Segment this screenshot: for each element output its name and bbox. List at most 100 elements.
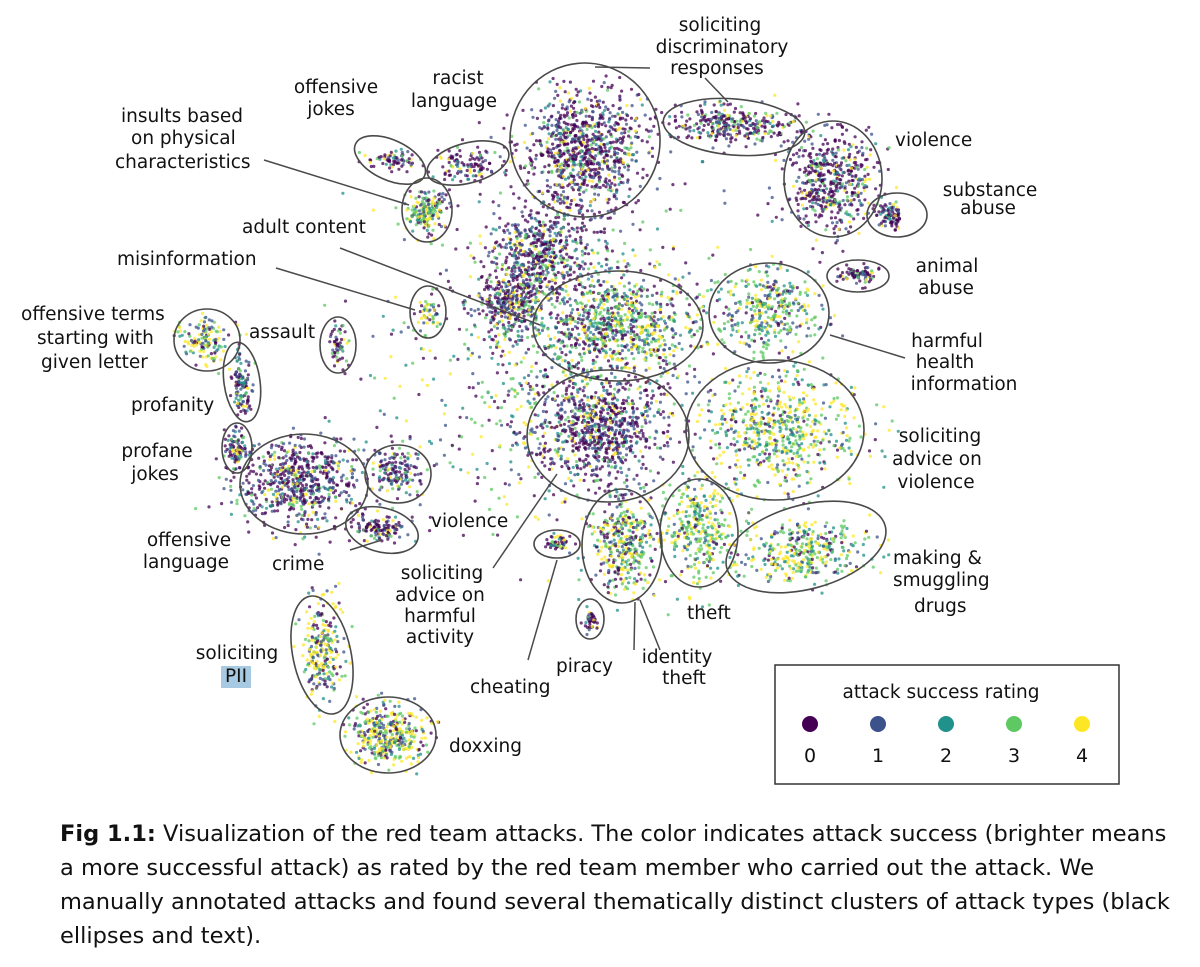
data-point bbox=[652, 284, 656, 288]
data-point bbox=[558, 301, 562, 305]
data-point bbox=[816, 439, 820, 443]
data-point bbox=[749, 307, 753, 311]
data-point bbox=[845, 198, 849, 202]
data-point bbox=[853, 386, 857, 390]
data-point bbox=[629, 323, 633, 327]
data-point bbox=[762, 116, 766, 120]
data-point bbox=[802, 367, 806, 371]
data-point bbox=[516, 329, 520, 333]
data-point bbox=[584, 144, 588, 148]
data-point bbox=[745, 402, 749, 406]
data-point bbox=[780, 167, 784, 171]
data-point bbox=[538, 272, 543, 276]
data-point bbox=[576, 321, 580, 325]
data-point bbox=[570, 137, 575, 141]
data-point bbox=[859, 203, 863, 207]
data-point bbox=[747, 292, 751, 296]
data-point bbox=[797, 114, 801, 118]
data-point bbox=[662, 319, 667, 323]
data-point bbox=[612, 349, 616, 353]
data-point bbox=[556, 110, 561, 114]
data-point bbox=[798, 398, 802, 402]
data-point bbox=[844, 181, 849, 185]
data-point bbox=[597, 180, 602, 184]
data-point bbox=[547, 263, 552, 267]
data-point bbox=[698, 104, 703, 108]
data-point bbox=[882, 208, 886, 212]
data-point bbox=[722, 121, 726, 125]
data-point bbox=[830, 189, 835, 193]
data-point bbox=[602, 280, 606, 284]
data-point bbox=[823, 416, 828, 420]
data-point bbox=[529, 314, 533, 318]
data-point bbox=[761, 135, 765, 140]
data-point bbox=[782, 284, 786, 288]
data-point bbox=[795, 179, 799, 183]
data-point bbox=[845, 128, 849, 132]
data-point bbox=[550, 250, 554, 254]
data-point bbox=[713, 392, 717, 396]
data-point bbox=[495, 326, 499, 330]
data-point bbox=[794, 439, 798, 443]
data-point bbox=[697, 293, 702, 297]
data-point bbox=[662, 444, 667, 448]
data-point bbox=[683, 182, 687, 186]
data-point bbox=[491, 227, 495, 231]
data-point bbox=[576, 90, 580, 94]
data-point bbox=[603, 456, 607, 460]
data-point bbox=[585, 161, 590, 165]
data-point bbox=[527, 170, 531, 175]
data-point bbox=[531, 131, 535, 136]
data-point bbox=[603, 239, 608, 243]
data-point bbox=[590, 209, 594, 213]
data-point bbox=[653, 331, 657, 335]
data-point bbox=[782, 290, 786, 294]
data-point bbox=[608, 416, 613, 420]
data-point bbox=[505, 255, 509, 259]
data-point bbox=[666, 429, 670, 434]
data-point bbox=[591, 132, 595, 136]
data-point bbox=[610, 354, 614, 358]
data-point bbox=[578, 171, 582, 175]
data-point bbox=[736, 321, 740, 325]
data-point bbox=[573, 473, 577, 477]
data-point bbox=[597, 425, 601, 429]
data-point bbox=[559, 414, 564, 418]
data-point bbox=[618, 303, 622, 307]
data-point bbox=[854, 173, 858, 178]
data-point bbox=[724, 305, 728, 309]
data-point bbox=[825, 123, 829, 127]
data-point bbox=[527, 247, 532, 252]
data-point bbox=[788, 325, 792, 329]
data-point bbox=[548, 287, 552, 291]
data-point bbox=[707, 399, 712, 403]
data-point bbox=[835, 455, 839, 459]
data-point bbox=[768, 129, 772, 133]
data-point bbox=[771, 426, 775, 430]
data-point bbox=[850, 271, 854, 275]
data-point bbox=[744, 121, 749, 125]
data-point bbox=[494, 228, 498, 232]
data-point bbox=[857, 199, 862, 203]
data-point bbox=[593, 184, 597, 188]
data-point bbox=[523, 229, 527, 233]
data-point bbox=[852, 161, 856, 165]
data-point bbox=[568, 350, 572, 354]
data-point bbox=[645, 333, 649, 337]
data-point bbox=[569, 104, 574, 108]
data-point bbox=[728, 402, 732, 406]
data-point bbox=[730, 120, 734, 124]
data-point bbox=[550, 193, 555, 197]
data-point bbox=[500, 297, 505, 301]
data-point bbox=[607, 197, 611, 201]
data-point bbox=[632, 366, 636, 370]
data-point bbox=[477, 121, 481, 125]
data-point bbox=[582, 224, 587, 228]
data-point bbox=[760, 329, 764, 333]
data-point bbox=[555, 234, 559, 238]
data-point bbox=[589, 200, 593, 204]
data-point bbox=[539, 234, 543, 238]
data-point bbox=[513, 274, 517, 278]
data-point bbox=[599, 283, 603, 287]
data-point bbox=[620, 344, 624, 348]
